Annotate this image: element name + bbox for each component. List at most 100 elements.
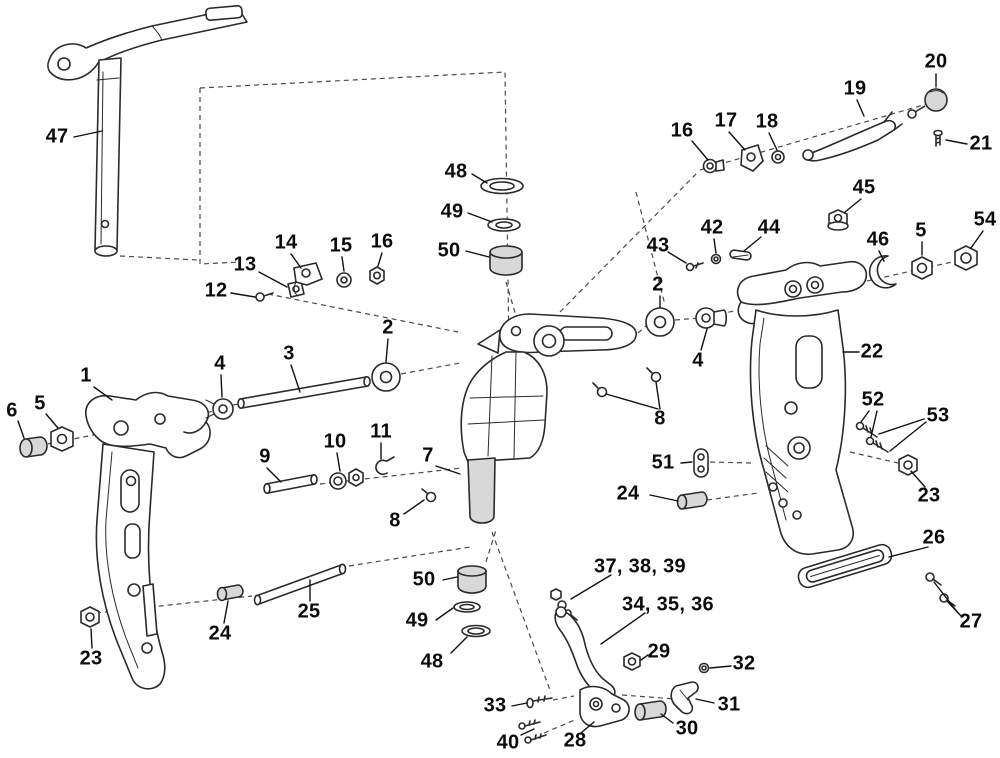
callout-13-4: 13 (233, 253, 257, 276)
callout-2-25: 2 (382, 316, 394, 339)
callout-33-56: 33 (483, 694, 507, 717)
callout-25-45: 25 (297, 600, 321, 623)
callout-24-41: 24 (616, 482, 640, 505)
part-24-bushing-right (676, 491, 708, 510)
callout-30-55: 30 (675, 717, 699, 740)
callout-3-26: 3 (283, 342, 295, 365)
part-4-bushing-right (695, 307, 728, 329)
part-42-pin (710, 253, 722, 265)
part-8-screw-a (592, 382, 608, 398)
part-3-tilt-tube (237, 375, 371, 409)
callout-23-40: 23 (917, 484, 941, 507)
part-40-screw-a (518, 719, 541, 730)
part-28-link-bracket (579, 685, 630, 728)
callout-17-10: 17 (714, 109, 738, 132)
callout-54-21: 54 (973, 208, 997, 231)
part-12-screw (255, 292, 274, 302)
callout-9-32: 9 (259, 445, 271, 468)
part-32-nut (698, 662, 710, 674)
part-5-nut-right (911, 256, 933, 280)
part-19-lever-arm (802, 111, 903, 162)
part-48-washer-top (480, 177, 524, 195)
part-48-washer-bottom (461, 624, 491, 638)
part-10-grommet-and-nut (329, 468, 364, 490)
callout-49-2: 49 (440, 200, 464, 223)
callout-50-3: 50 (437, 239, 461, 262)
part-31-retainer (670, 681, 699, 715)
part-26-anode-plate (797, 543, 893, 589)
callout-31-54: 31 (717, 693, 741, 716)
callout-24-44: 24 (208, 622, 232, 645)
part-9-spacer-tube (263, 473, 318, 494)
callout-4-23: 4 (692, 349, 704, 372)
callout-29-52: 29 (647, 640, 671, 663)
part-16-nut-left (369, 266, 385, 285)
callout-8-31: 8 (654, 407, 666, 430)
part-22-stern-bracket-right (736, 260, 868, 555)
callout-12-5: 12 (204, 279, 228, 302)
part-50-bushing-bottom (457, 565, 487, 594)
part-15-grommet (336, 272, 352, 288)
callout-2-22: 2 (652, 273, 664, 296)
callout-37-38-39-50: 37, 38, 39 (594, 555, 686, 578)
part-5-nut-left (50, 426, 74, 452)
part-2-washer-left (371, 362, 401, 392)
callout-10-33: 10 (323, 430, 347, 453)
callout-40-57: 40 (496, 731, 520, 754)
part-46-cam (868, 255, 897, 289)
callout-47-0: 47 (45, 125, 69, 148)
callout-18-11: 18 (755, 110, 779, 133)
callout-20-13: 20 (924, 50, 948, 73)
part-50-bushing-top (489, 245, 523, 276)
callout-5-29: 5 (34, 392, 46, 415)
callout-14-6: 14 (274, 231, 298, 254)
callout-11-34: 11 (370, 420, 392, 443)
callout-49-48: 49 (405, 609, 429, 632)
callout-21-14: 21 (969, 132, 993, 155)
callout-16-9: 16 (670, 119, 694, 142)
part-49-washer-bottom (453, 601, 481, 613)
callout-4-27: 4 (214, 352, 226, 375)
callout-28-58: 28 (563, 729, 587, 752)
part-44-key (729, 249, 752, 261)
callout-22-24: 22 (860, 340, 884, 363)
callout-43-16: 43 (646, 234, 670, 257)
callout-19-12: 19 (843, 77, 867, 100)
leader-lines (17, 73, 984, 736)
part-27-screw-a (925, 572, 942, 586)
part-25-spacer-tube (253, 563, 347, 606)
callout-5-20: 5 (915, 219, 927, 242)
part-54-nut (954, 245, 978, 271)
part-8-screw-c (421, 488, 437, 503)
callout-44-18: 44 (757, 216, 781, 239)
part-18-washer (771, 150, 785, 164)
callout-48-1: 48 (444, 160, 468, 183)
callout-1-28: 1 (80, 364, 92, 387)
part-29-nut (623, 652, 641, 671)
part-52-screw-b (865, 436, 889, 453)
part-43-screw (685, 262, 704, 272)
callout-8-36: 8 (389, 509, 401, 532)
part-1-stern-bracket-left (85, 391, 211, 690)
part-21-screw (933, 129, 943, 147)
callout-15-7: 15 (329, 234, 353, 257)
part-2-washer-right (645, 307, 675, 337)
callout-50-47: 50 (412, 568, 436, 591)
part-16-flanged-nut-right (702, 158, 725, 174)
part-47-handle-and-tube (47, 4, 248, 257)
callout-7-35: 7 (422, 444, 434, 467)
callout-34-35-36-51: 34, 35, 36 (622, 593, 714, 616)
callout-23-46: 23 (79, 647, 103, 670)
part-45-flanged-nut (827, 209, 849, 231)
callout-42-17: 42 (700, 216, 724, 239)
part-40-screw-b (524, 733, 547, 744)
part-49-washer-top (487, 218, 521, 232)
part-6-spacer (19, 436, 48, 458)
callout-26-42: 26 (922, 526, 946, 549)
part-30-bushing (634, 700, 667, 721)
callout-45-15: 45 (852, 176, 876, 199)
part-20-knob (907, 88, 948, 119)
